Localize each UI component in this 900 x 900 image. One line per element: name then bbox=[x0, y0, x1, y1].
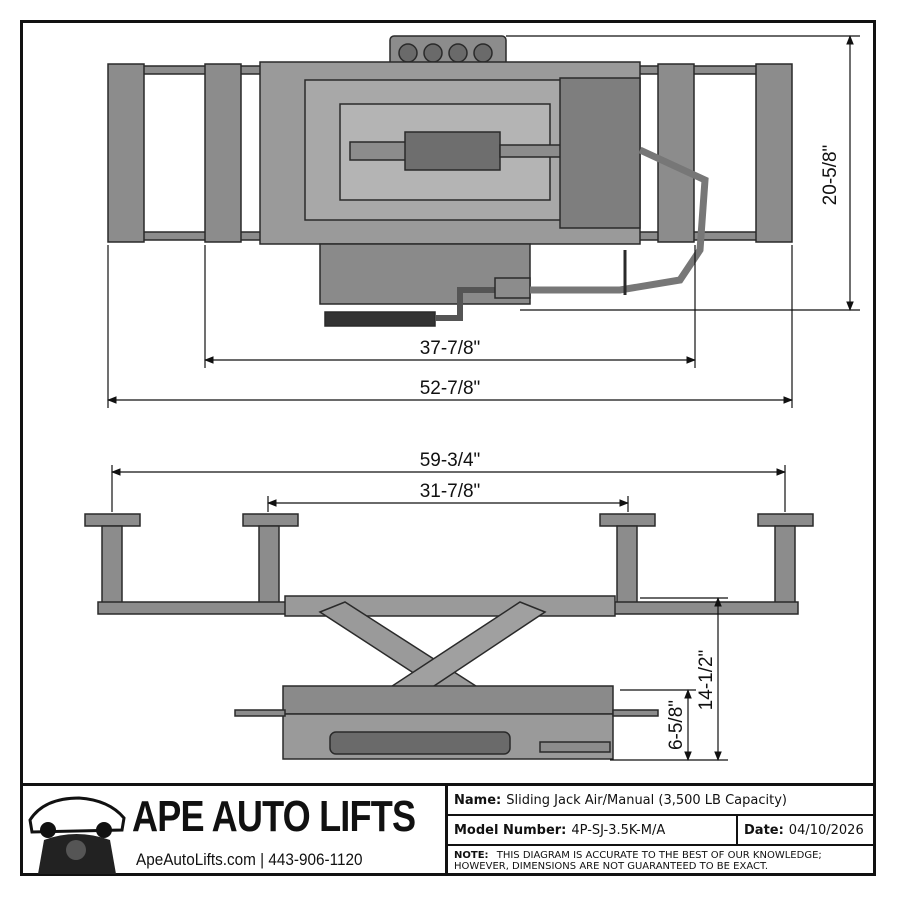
dim-side-max-height: 14-1/2" bbox=[696, 650, 717, 711]
pad-left-inner bbox=[204, 63, 242, 243]
pad-right-inner bbox=[657, 63, 695, 243]
pad-right-outer bbox=[755, 63, 793, 243]
note-row: Note: This diagram is accurate to the be… bbox=[448, 846, 876, 876]
brand-name: APE AUTO LIFTS bbox=[132, 792, 416, 841]
date-value: 04/10/2026 bbox=[788, 822, 864, 838]
dimension-lines bbox=[107, 35, 860, 761]
brand-block: APE AUTO LIFTS ApeAutoLifts.com | 443-90… bbox=[20, 786, 448, 876]
side-view bbox=[84, 513, 814, 760]
top-view bbox=[107, 35, 793, 327]
date-cell: Date: 04/10/2026 bbox=[738, 816, 864, 844]
name-label: Name: bbox=[454, 792, 502, 808]
dim-top-inner-width: 37-7/8" bbox=[420, 338, 481, 359]
title-block: APE AUTO LIFTS ApeAutoLifts.com | 443-90… bbox=[20, 783, 876, 876]
dim-side-inner-width: 31-7/8" bbox=[420, 481, 481, 502]
note-value: This diagram is accurate to the best of … bbox=[454, 850, 822, 872]
model-cell: Model Number: 4P-SJ-3.5K-M/A bbox=[448, 816, 738, 844]
brand-contact: ApeAutoLifts.com | 443-906-1120 bbox=[136, 850, 363, 869]
drawing-frame bbox=[20, 20, 876, 876]
model-label: Model Number: bbox=[454, 822, 567, 838]
pad-left-outer bbox=[107, 63, 145, 243]
model-value: 4P-SJ-3.5K-M/A bbox=[571, 822, 666, 838]
dim-side-min-height: 6-5/8" bbox=[666, 700, 687, 750]
info-block: Name: Sliding Jack Air/Manual (3,500 LB … bbox=[448, 786, 876, 876]
dim-top-height: 20-5/8" bbox=[820, 145, 841, 206]
model-row: Model Number: 4P-SJ-3.5K-M/A Date: 04/10… bbox=[448, 816, 876, 846]
name-value: Sliding Jack Air/Manual (3,500 LB Capaci… bbox=[506, 792, 787, 808]
dim-top-overall-width: 52-7/8" bbox=[420, 378, 481, 399]
dim-side-overall-width: 59-3/4" bbox=[420, 450, 481, 471]
note-label: Note: bbox=[454, 850, 489, 861]
name-row: Name: Sliding Jack Air/Manual (3,500 LB … bbox=[448, 786, 876, 816]
date-label: Date: bbox=[744, 822, 784, 838]
ape-car-logo-icon bbox=[28, 796, 126, 874]
